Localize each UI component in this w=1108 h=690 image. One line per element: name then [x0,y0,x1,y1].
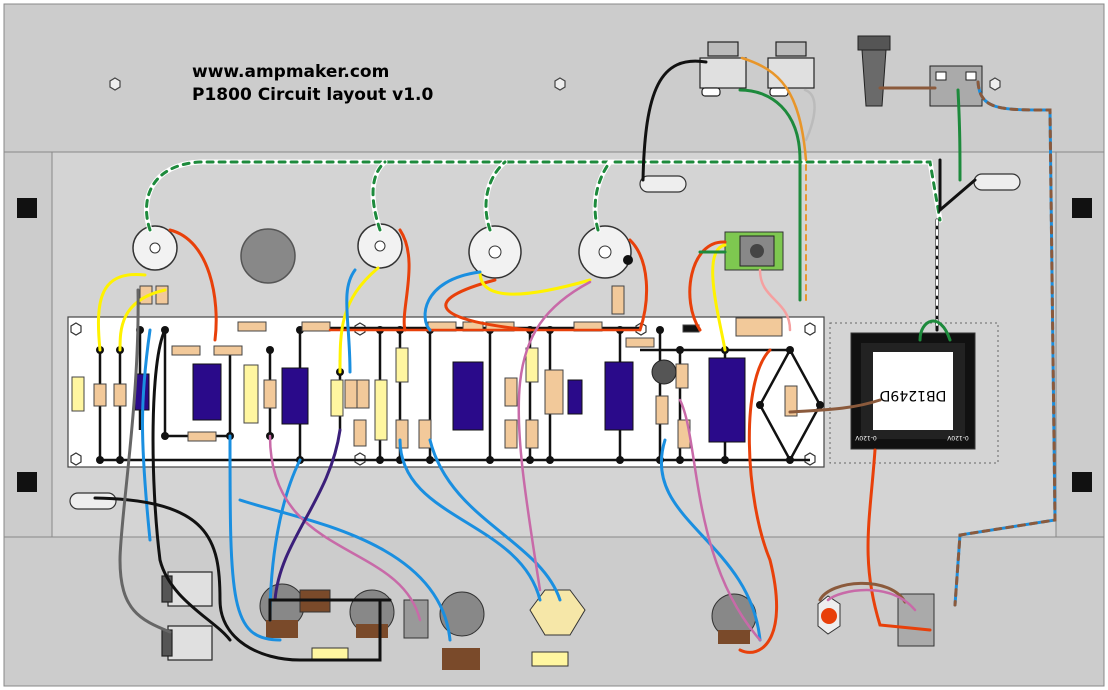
wire [478,270,592,296]
wire [268,598,392,622]
bass-pot [439,591,485,670]
transformer-tap-top: 6.3V 3A Sec2: 2A [886,350,939,357]
wire [788,398,882,414]
wire [659,438,762,642]
wire [168,228,218,342]
chassis-back-panel [3,3,1105,153]
wire [628,238,649,332]
screw-icons [109,77,1001,91]
wire [484,160,507,232]
speaker-jack-2 [767,41,815,97]
wire [118,288,172,634]
wire [818,581,907,604]
mount-hole [17,472,37,492]
mount-hole [17,198,37,218]
wire [338,266,380,374]
wire [145,160,942,232]
wire [141,328,152,542]
wire [758,268,792,332]
wire [826,588,917,612]
transformer-tap-bottom-right: 0-120V [946,434,968,441]
wire [953,80,1057,607]
rotary-switch [529,589,586,667]
power-transformer: DB1249D 6.3V 3A Sec2: 2A 0-120V 0-120V [850,332,976,450]
tube-socket-v3 [468,225,522,279]
transformer-tap-bottom-left: 0-120V [854,434,876,441]
master-pot [711,593,757,644]
transformer-outline [829,322,999,464]
wire [593,160,612,232]
wiring [93,56,1057,662]
wire [688,240,727,332]
mount-hole [1072,472,1092,492]
bleeder-resistor [311,647,349,661]
wire [738,88,802,162]
mount-hole [1072,198,1092,218]
choke-module [724,231,784,271]
wire [711,243,727,352]
wire [956,88,962,182]
transformer-model: DB1249D [880,387,947,403]
wire [268,434,422,622]
wire [96,272,147,352]
bias-trimmer [651,359,677,385]
wire [678,398,762,642]
board-screw-icons [70,322,816,466]
wire [738,348,779,654]
website-label: www.ampmaker.com [192,62,389,82]
speaker-jack-1 [699,41,747,97]
wire [273,428,342,602]
wire [740,56,808,162]
wire [238,498,452,642]
treble-pot [349,589,395,638]
wire [118,288,167,352]
wire [398,228,411,332]
ground-lug [69,173,1021,510]
wire [866,448,932,632]
volume-pot [259,583,305,638]
wire [151,328,232,642]
wire [93,496,382,662]
wire [444,278,532,332]
wire [398,438,542,602]
wire [918,319,952,342]
tube-socket-v1 [132,225,178,271]
layout-title: P1800 Circuit layout v1.0 [192,85,433,105]
wire [228,434,282,642]
power-switch [929,65,983,107]
wire [371,160,387,232]
wire [803,88,816,142]
wire [641,59,708,182]
pilot-lamp [817,595,841,635]
tube-socket-v4 [578,225,633,279]
resistors [71,285,798,449]
filter-cap-hole [240,228,296,284]
filter-capacitors [134,357,746,443]
wire [938,158,977,214]
wire [517,280,592,592]
wire [428,438,562,602]
wire [345,268,357,374]
wire [423,270,482,332]
fuse-holder [857,35,891,107]
